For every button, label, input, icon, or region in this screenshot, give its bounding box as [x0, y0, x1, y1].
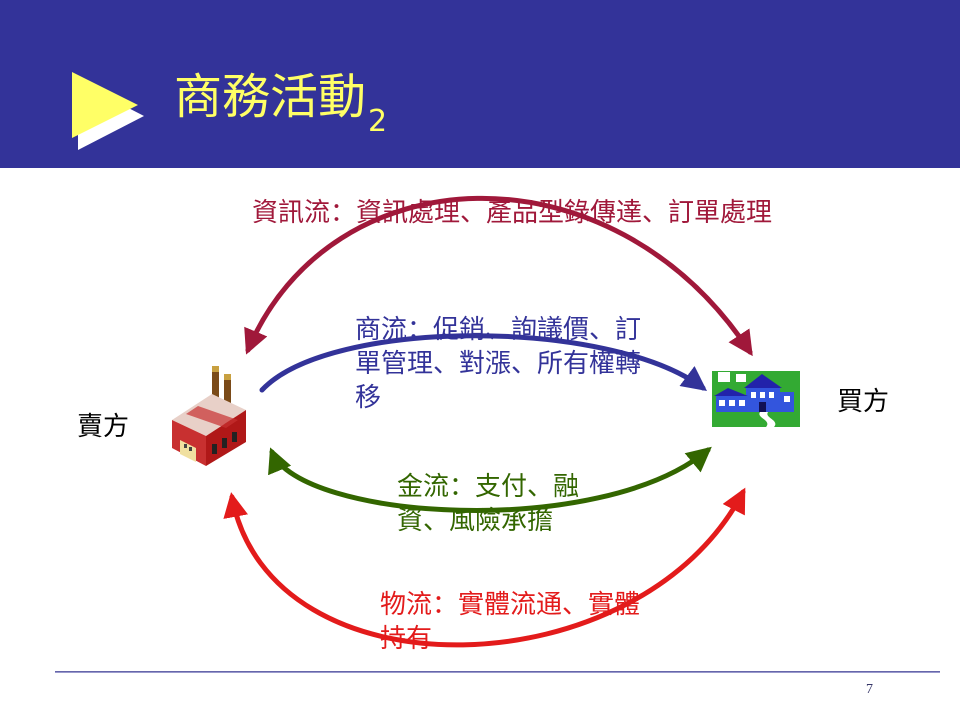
seller-label: 賣方	[77, 412, 130, 442]
slide-title-subscript: 2	[368, 104, 388, 139]
house-icon	[712, 371, 800, 427]
commerce-flow-label: 商流：促銷、詢議價、訂單管理、對漲、所有權轉移	[355, 315, 642, 413]
slide-title: 商務活動2	[174, 62, 387, 139]
logistics-flow-arrow	[223, 487, 746, 648]
header-bar	[0, 0, 960, 168]
money-flow-label: 金流：支付、融資、風險承擔	[397, 472, 580, 536]
information-flow-label: 資訊流：資訊處理、產品型錄傳達、訂單處理	[252, 198, 773, 228]
factory-icon	[172, 366, 246, 466]
footer-divider	[55, 671, 940, 673]
information-flow-arrow	[244, 195, 753, 357]
page-number: 7	[866, 682, 873, 697]
buyer-label: 買方	[837, 387, 890, 417]
slide-title-text: 商務活動	[174, 69, 367, 125]
play-arrow-icon	[72, 72, 144, 150]
commerce-flow-arrow	[259, 333, 707, 393]
logistics-flow-label: 物流：實體流通、實體持有	[380, 590, 641, 654]
